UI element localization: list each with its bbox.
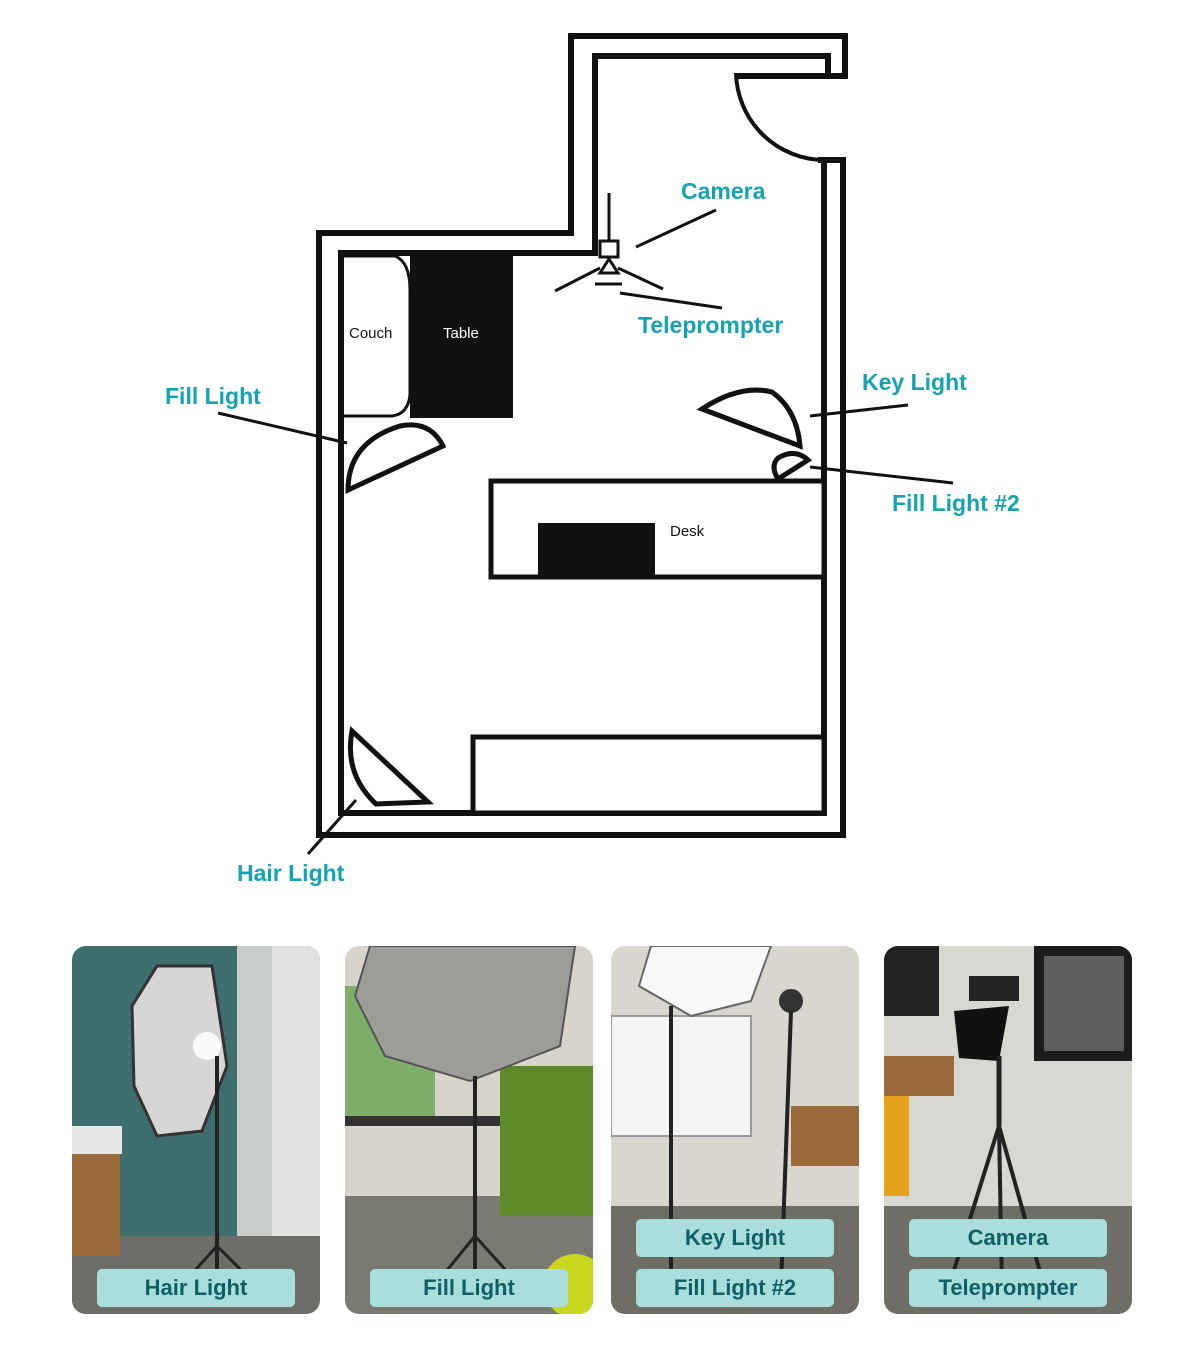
table-label: Table [443,325,479,342]
bench [470,734,827,816]
key-light-callout: Key Light [862,369,967,395]
photo-key-light: Key Light Fill Light #2 [611,946,859,1314]
photo-fill-light: Fill Light [345,946,593,1314]
desk-monitor [538,523,655,577]
photo-tag-fill-light: Fill Light [370,1269,568,1307]
photo-tag-teleprompter: Teleprompter [909,1269,1107,1307]
key-light-symbol [696,387,803,450]
fill-light-2-callout: Fill Light #2 [892,490,1020,516]
photo-tag-fill-light-2: Fill Light #2 [636,1269,834,1307]
door-swing [734,72,825,162]
hair-light-callout: Hair Light [237,860,345,886]
fill-light-2-symbol [771,451,813,483]
hair-light-symbol [347,726,435,807]
desk-label: Desk [670,523,705,540]
camera-photo-art [884,946,1132,1314]
table [410,253,513,418]
camera-tripod-symbol [554,193,664,293]
photo-tag-hair-light: Hair Light [97,1269,295,1307]
fill-light-symbol [345,422,447,494]
photo-hair-light: Hair Light [72,946,320,1314]
studio-floor-plan [217,33,954,855]
fill-light-callout: Fill Light [165,383,261,409]
couch-label: Couch [349,325,393,342]
camera-callout: Camera [681,178,766,204]
hair-light-photo-art [72,946,320,1314]
photo-tag-key-light: Key Light [636,1219,834,1257]
teleprompter-callout: Teleprompter [638,312,784,338]
fill-light-photo-art [345,946,593,1314]
photo-tag-camera: Camera [909,1219,1107,1257]
key-light-photo-art [611,946,859,1314]
photo-camera: Camera Teleprompter [884,946,1132,1314]
callout-leader-lines [217,208,954,855]
